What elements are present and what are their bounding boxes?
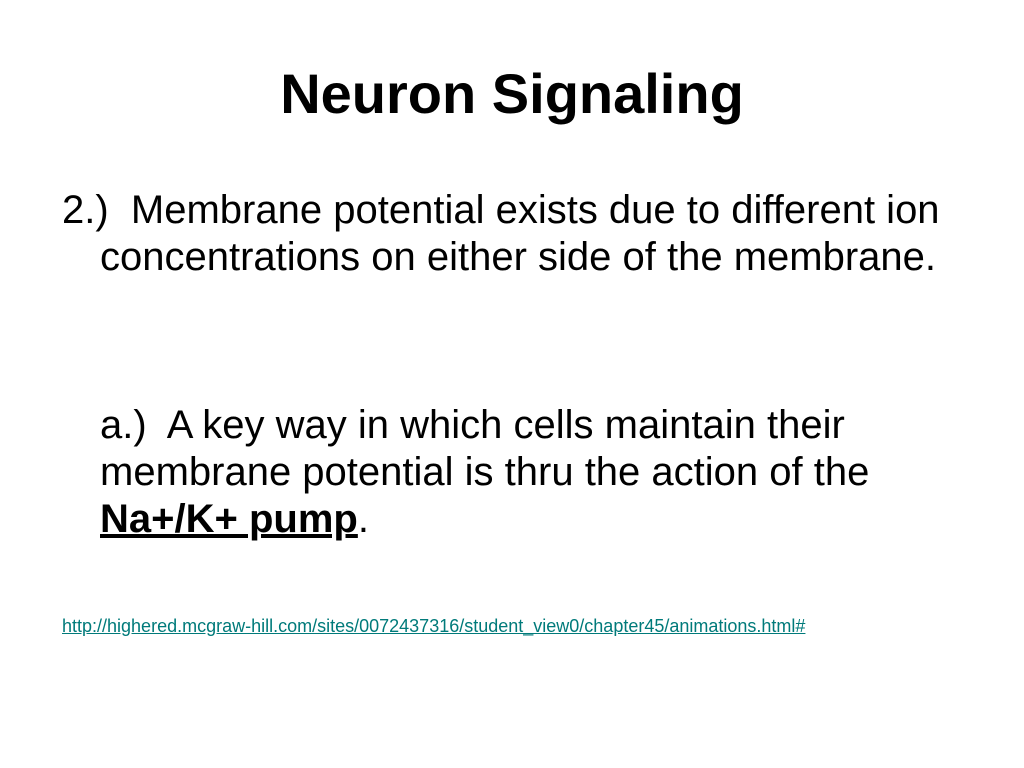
sub-point-number: a.) — [100, 403, 147, 447]
key-term-na-k-pump: Na+/K+ pump — [100, 497, 358, 541]
sub-point-text: A key way in which cells maintain their … — [100, 403, 870, 494]
slide-title: Neuron Signaling — [280, 62, 744, 125]
sub-point-2a: a.) A key way in which cells maintain th… — [100, 402, 980, 543]
sub-point-period: . — [357, 497, 369, 541]
bullet-number: 2.) — [62, 188, 109, 232]
bullet-point-2: 2.) Membrane potential exists due to dif… — [62, 187, 990, 281]
bullet-text: Membrane potential exists due to differe… — [100, 188, 940, 279]
animation-link[interactable]: http://highered.mcgraw-hill.com/sites/00… — [62, 616, 806, 636]
